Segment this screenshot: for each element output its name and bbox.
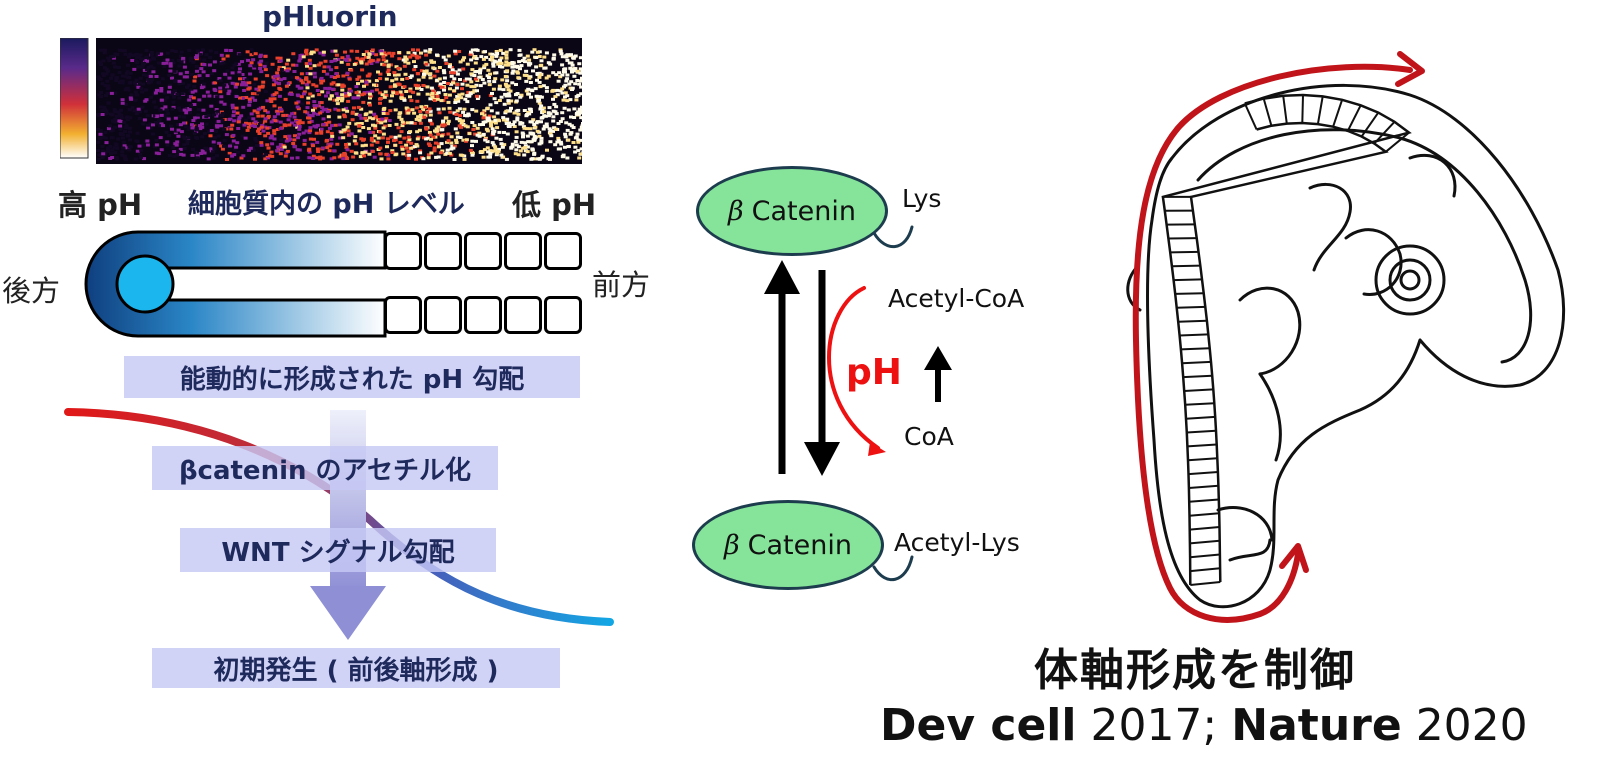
lys-label: Lys [902,184,942,213]
somites [1161,93,1412,586]
flow-step-wnt-gradient: WNT シグナル勾配 [180,528,496,572]
flow-step-ph-gradient: 能動的に形成された pH 勾配 [124,356,580,398]
somite [1189,512,1220,517]
somite [1282,95,1288,124]
somite [1186,429,1217,434]
anterior-label: 前方 [592,268,651,302]
cell [384,232,422,270]
beta-catenin-bottom: β Catenin [692,500,884,590]
somite [1175,292,1204,295]
ph-level-caption: 細胞質内の pH レベル [188,189,465,220]
somite [1262,98,1273,126]
heatmap-title: pHluorin [262,0,398,33]
lys-tails [872,225,914,582]
citation-journal-1: Dev cell [880,700,1077,751]
somite [1190,567,1221,573]
somite [1178,319,1207,323]
cell [464,232,502,270]
flow-background [64,408,614,640]
somite [1373,121,1396,145]
cell [464,296,502,334]
conclusion-text: 体軸形成を制御 [1034,645,1356,696]
catenin-label: Catenin [751,195,856,227]
cell [384,296,422,334]
embryo-drawing [1126,51,1566,623]
somite-outer-line [1161,93,1412,586]
somite [1332,99,1344,128]
somite [1173,278,1203,282]
high-ph-label: 高 pH [58,188,143,222]
somite [1171,264,1201,268]
color-scale-bar [60,38,89,159]
somite [1316,96,1324,125]
somite [1189,526,1220,531]
somite [1185,402,1215,406]
citation-year-1: 2017; [1090,700,1218,751]
cell [544,232,582,270]
ph-label: pH [846,352,902,393]
citation-journal-2: Nature [1231,700,1402,751]
somite [1187,443,1217,448]
posterior-label: 後方 [2,274,61,308]
somite [1176,305,1206,309]
phluorin-heatmap-image [96,38,582,164]
acetyl-coa-label: Acetyl-CoA [888,284,1025,313]
somite [1188,471,1218,476]
beta-symbol: β [728,195,744,227]
ph-gradient-tube [84,230,387,338]
low-ph-label: 低 pH [512,188,597,222]
somite [1180,347,1210,351]
somite [1301,94,1304,124]
cell [504,232,542,270]
acetyl-lys-label: Acetyl-Lys [894,528,1020,557]
cell [424,296,462,334]
somite [1182,360,1212,365]
flow-step-acetylation: βcatenin のアセチル化 [152,446,498,490]
cell [504,296,542,334]
coa-label: CoA [904,422,954,451]
beta-catenin-top: β Catenin [696,166,888,256]
somite [1185,415,1216,420]
somite [1190,581,1221,586]
citation-year-2: 2020 [1415,700,1528,751]
somite [1189,498,1219,503]
reaction-arrows [764,260,952,476]
somite-inner-line [1189,121,1389,583]
flow-step-early-development: 初期発生 ( 前後軸形成 ) [152,648,560,688]
somite [1243,102,1258,130]
somite [1179,333,1209,337]
somite [1187,457,1218,462]
beta-symbol: β [724,529,740,561]
somite [1184,388,1214,392]
cell [544,296,582,334]
citation: Dev cell 2017; Nature 2020 [880,700,1528,751]
somite [1190,553,1220,559]
catenin-label: Catenin [747,529,852,561]
somite [1189,539,1220,545]
somite [1170,250,1199,254]
somite [1188,484,1219,489]
somite [1183,374,1213,379]
somite [1385,131,1410,153]
cell [424,232,462,270]
somite [1346,104,1362,132]
somite [1360,112,1380,138]
